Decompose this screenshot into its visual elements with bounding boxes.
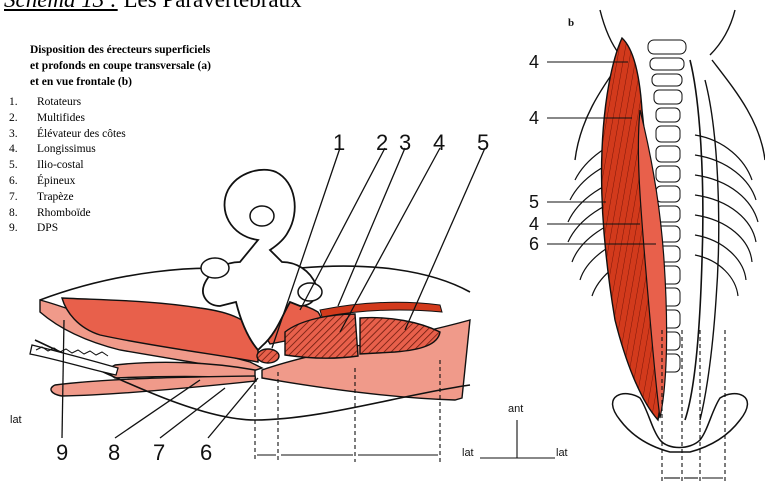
- label-9: 9: [56, 440, 68, 465]
- shoulder-right: [712, 60, 765, 160]
- vertebral-foramen: [250, 206, 274, 226]
- ant-label: ant: [508, 403, 523, 415]
- label-5: 5: [477, 130, 489, 155]
- orientation-labels: lat ant lat lat: [10, 403, 568, 459]
- label-2: 2: [376, 130, 388, 155]
- label-b-4c: 4: [529, 214, 539, 234]
- lat-label: lat: [10, 414, 22, 426]
- lat-left-label: lat: [462, 447, 474, 459]
- section-b-labels: 4 4 5 4 6: [529, 52, 539, 254]
- pelvis: [613, 394, 748, 452]
- section-b-letter: b: [568, 17, 574, 29]
- label-8: 8: [108, 440, 120, 465]
- label-1: 1: [333, 130, 345, 155]
- label-3: 3: [399, 130, 411, 155]
- label-b-6: 6: [529, 234, 539, 254]
- orientation-axes: [480, 420, 555, 458]
- label-7: 7: [153, 440, 165, 465]
- label-4: 4: [433, 130, 445, 155]
- rotator-muscle: [257, 349, 279, 363]
- frontal-view: 4 4 5 4 6 b: [529, 10, 765, 484]
- rib-left: [30, 345, 118, 375]
- lat-right-label: lat: [556, 447, 568, 459]
- label-6: 6: [200, 440, 212, 465]
- transverse-section: 1 2 3 4 5 9 8 7 6 lat ant lat lat: [10, 130, 568, 465]
- label-b-4a: 4: [529, 52, 539, 72]
- label-b-4b: 4: [529, 108, 539, 128]
- transverse-process-left: [201, 258, 229, 278]
- label-b-5: 5: [529, 192, 539, 212]
